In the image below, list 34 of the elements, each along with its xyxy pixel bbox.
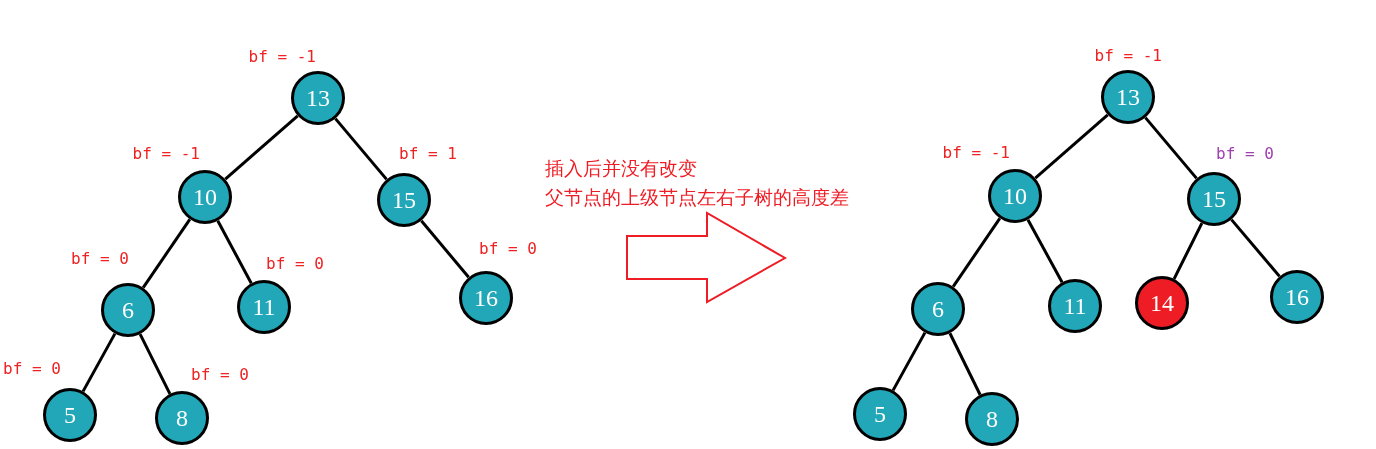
tree-edge [891,331,927,392]
tree-node-circle: 5 [43,388,97,442]
tree-node-circle: 10 [988,169,1042,223]
tree-edge [1026,219,1064,283]
tree-node-circle: 13 [291,71,345,125]
tree-edge [951,217,1002,288]
tree-edge [224,114,299,181]
tree-node-circle: 8 [155,391,209,445]
tree-node-circle: 11 [237,280,291,334]
tree-node-circle: 5 [853,387,907,441]
tree-edge [1230,218,1281,278]
tree-edge [948,332,982,396]
tree-node-circle: 6 [911,282,965,336]
tree-edge [420,219,470,279]
tree-edge [1172,222,1204,280]
tree-edge [1144,116,1198,180]
tree-node-circle: 16 [1270,270,1324,324]
tree-node-circle: 8 [965,392,1019,446]
tree-node-circle: 14 [1135,276,1189,330]
tree-edge [216,220,253,284]
tree-node-circle: 11 [1048,279,1102,333]
tree-node-circle: 13 [1101,70,1155,124]
tree-node-circle: 6 [101,283,155,337]
note-text: 插入后并没有改变 [545,156,697,180]
tree-node-circle: 15 [377,173,431,227]
tree-edge [334,117,388,181]
tree-node-circle: 16 [459,271,513,325]
tree-edge [81,332,117,393]
tree-edge [1034,113,1109,180]
note-text: 父节点的上级节点左右子树的高度差 [545,185,849,209]
tree-edge [138,333,172,395]
tree-node-circle: 15 [1187,172,1241,226]
tree-edge [141,218,192,289]
tree-node-circle: 10 [178,170,232,224]
